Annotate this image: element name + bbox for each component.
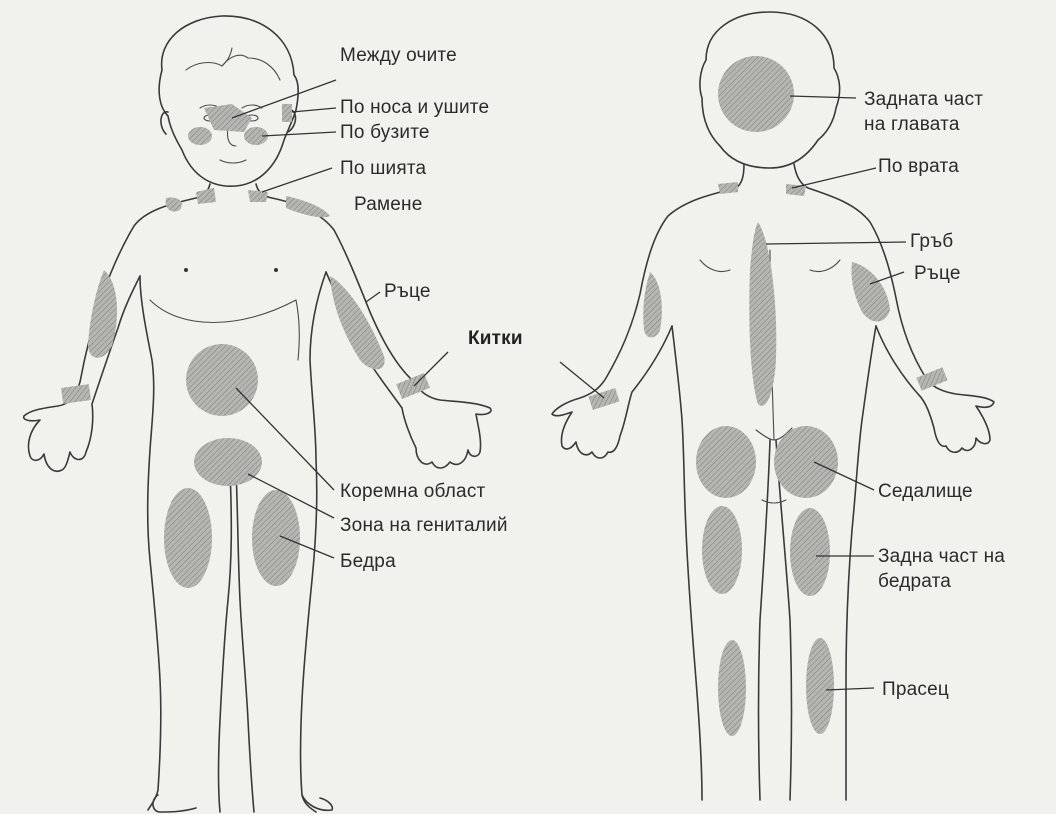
label-wrists: Китки xyxy=(468,327,523,350)
label-nose-ears: По носа и ушите xyxy=(340,96,489,119)
label-back-of-head-line2: на главата xyxy=(864,113,960,136)
label-calf: Прасец xyxy=(882,678,949,701)
label-abdomen: Коремна област xyxy=(340,480,485,503)
label-back-thighs-line1: Задна част на xyxy=(878,545,1005,568)
label-arms-back: Ръце xyxy=(914,262,961,285)
label-back: Гръб xyxy=(910,230,953,253)
label-neck-front: По шията xyxy=(340,157,426,180)
label-thighs: Бедра xyxy=(340,550,396,573)
label-shoulders: Рамене xyxy=(354,193,423,216)
label-back-of-head-line1: Задната част xyxy=(864,88,983,111)
label-cheeks: По бузите xyxy=(340,121,430,144)
label-back-thighs-line2: бедрата xyxy=(878,570,951,593)
label-buttocks: Седалище xyxy=(878,480,973,503)
label-arms-front: Ръце xyxy=(384,280,431,303)
label-neck-back: По врата xyxy=(878,155,959,178)
label-genital-area: Зона на гениталий xyxy=(340,514,508,537)
leader-lines xyxy=(232,80,906,690)
label-between-eyes: Между очите xyxy=(340,44,457,67)
